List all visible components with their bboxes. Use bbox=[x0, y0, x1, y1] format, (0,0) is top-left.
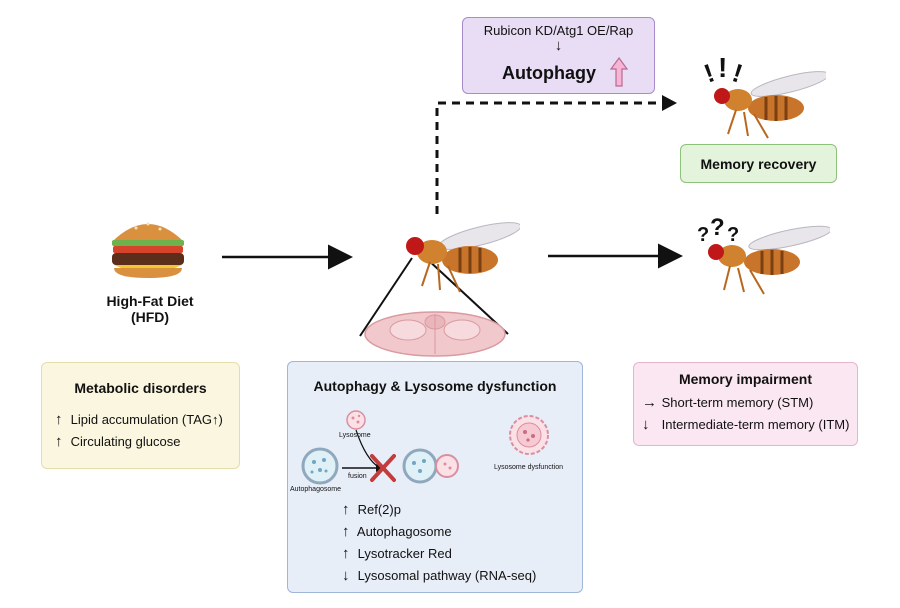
autophagy-item: ↑ Ref(2)p bbox=[342, 501, 401, 518]
up-arrow: ↑ bbox=[342, 501, 350, 518]
impairment-item-text: Intermediate-term memory (ITM) bbox=[661, 417, 850, 432]
autophagy-item: ↑ Autophagosome bbox=[342, 523, 452, 540]
up-arrow: ↑ bbox=[212, 412, 219, 427]
up-arrow: ↑ bbox=[342, 545, 350, 562]
metabolic-disorders-box: Metabolic disorders ↑ Lipid accumulation… bbox=[41, 362, 240, 469]
autophagy-lysosome-box: Autophagy & Lysosome dysfunction Lysosom… bbox=[287, 361, 583, 593]
up-arrow: ↑ bbox=[55, 433, 63, 450]
autophagy-item-text: Lysotracker Red bbox=[357, 546, 452, 561]
memory-impairment-box: Memory impairment → Short-term memory (S… bbox=[633, 362, 858, 446]
lysosome-dysfunction-icon bbox=[509, 415, 549, 455]
recovered-fly-icon bbox=[714, 71, 826, 139]
autophagy-item-text: Autophagosome bbox=[356, 524, 452, 539]
metabolic-item-text: Circulating glucose bbox=[70, 434, 181, 449]
metabolic-item-glucose: ↑ Circulating glucose bbox=[55, 433, 180, 450]
impaired-fly-icon bbox=[708, 225, 830, 295]
down-arrow: ↓ bbox=[642, 416, 650, 433]
intervention-label: Rubicon KD/Atg1 OE/Rap bbox=[483, 23, 634, 38]
brain-icon bbox=[364, 311, 506, 357]
metabolic-item-text: Lipid accumulation (TAG bbox=[70, 412, 212, 427]
fusion-label: fusion bbox=[348, 473, 367, 480]
lysosome-icon bbox=[346, 410, 366, 430]
autophagosome-label: Autophagosome bbox=[290, 486, 341, 493]
up-arrow: ↑ bbox=[55, 411, 63, 428]
exclamation-mark-2: ! bbox=[718, 52, 728, 83]
down-arrow: ↓ bbox=[554, 37, 563, 54]
impairment-item-itm: ↓ Intermediate-term memory (ITM) bbox=[642, 416, 849, 433]
fly-icon bbox=[406, 222, 520, 293]
autophagosome-icon bbox=[301, 447, 339, 485]
diet-label: High-Fat Diet bbox=[106, 293, 194, 309]
autophagosome-fusion-diagram bbox=[301, 410, 459, 485]
autophagy-induction-box: Rubicon KD/Atg1 OE/Rap ↓ Autophagy bbox=[462, 17, 655, 94]
burger-icon bbox=[112, 222, 184, 278]
lysosome-label: Lysosome bbox=[339, 432, 371, 439]
autophagy-item-text: Ref(2)p bbox=[357, 502, 401, 517]
lysosome-dysfunction-label: Lysosome dysfunction bbox=[494, 464, 563, 471]
question-mark-2: ? bbox=[710, 214, 725, 241]
up-arrow-icon bbox=[609, 56, 629, 87]
memory-impairment-title: Memory impairment bbox=[678, 371, 813, 387]
autophagy-item: ↓ Lysosomal pathway (RNA-seq) bbox=[342, 567, 536, 584]
autophagy-box-title: Autophagy & Lysosome dysfunction bbox=[313, 378, 557, 394]
impairment-item-text: Short-term memory (STM) bbox=[661, 395, 814, 410]
autophagy-title: Autophagy bbox=[502, 63, 596, 83]
autophagy-item-text: Lysosomal pathway (RNA-seq) bbox=[357, 568, 537, 583]
question-mark-1: ? bbox=[697, 224, 710, 246]
memory-recovery-label: Memory recovery bbox=[700, 156, 817, 172]
metabolic-title: Metabolic disorders bbox=[74, 380, 207, 396]
down-arrow: ↓ bbox=[342, 567, 350, 584]
diet-abbrev: (HFD) bbox=[130, 309, 170, 325]
question-mark-3: ? bbox=[727, 224, 740, 246]
memory-recovery-box: Memory recovery bbox=[680, 144, 837, 183]
impairment-item-stm: → Short-term memory (STM) bbox=[642, 394, 813, 411]
autophagy-dashed-arrow bbox=[435, 101, 662, 214]
metabolic-item-end: ) bbox=[218, 412, 223, 427]
autophagy-item: ↑ Lysotracker Red bbox=[342, 545, 452, 562]
up-arrow: ↑ bbox=[342, 523, 350, 540]
metabolic-item-lipid: ↑ Lipid accumulation (TAG↑) bbox=[55, 411, 223, 428]
right-arrow: → bbox=[642, 394, 657, 411]
blocked-fusion-icon bbox=[370, 454, 396, 482]
